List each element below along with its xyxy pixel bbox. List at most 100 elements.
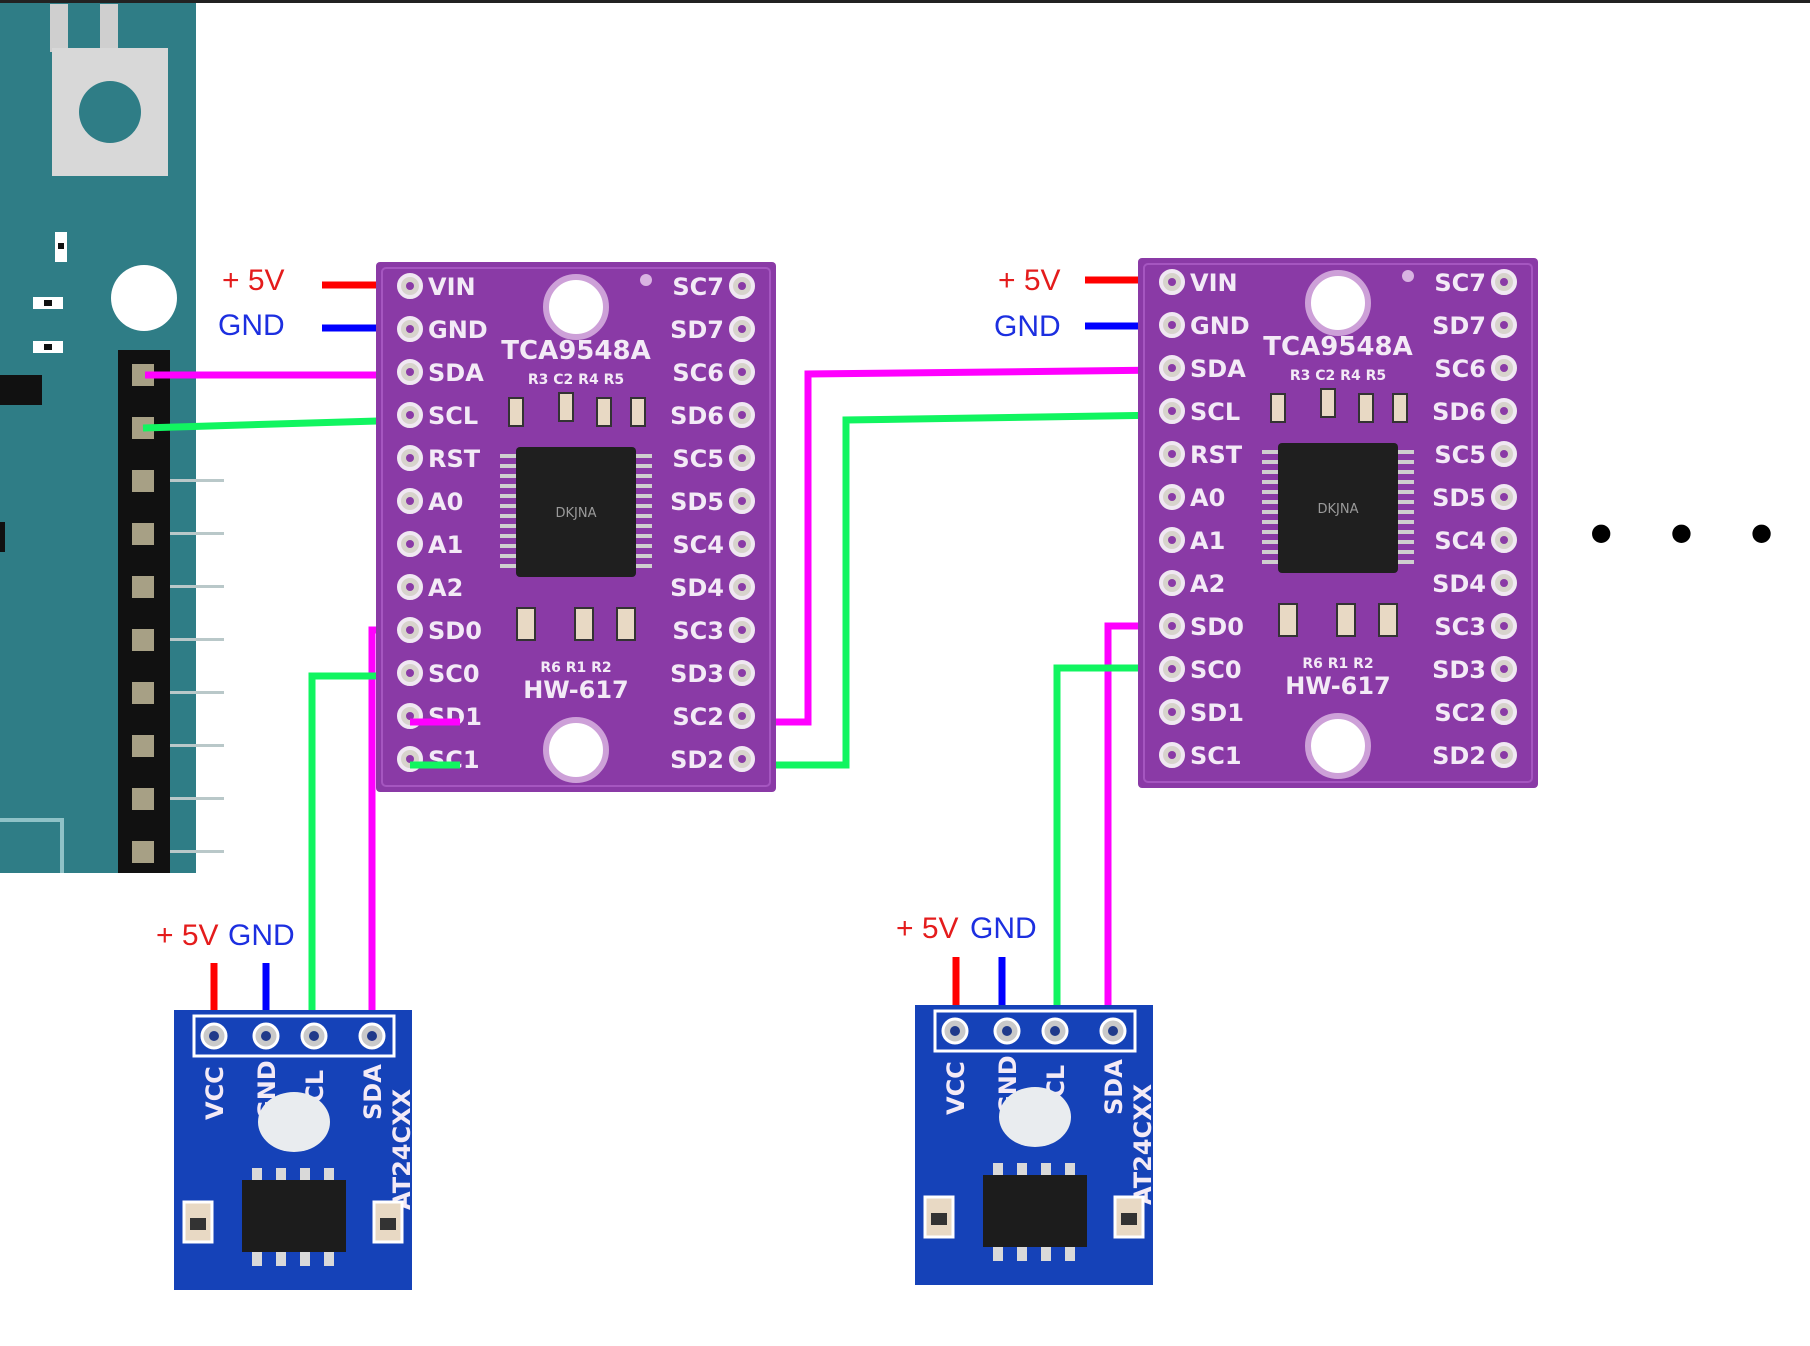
mux-pin-label-right: SC4 xyxy=(1434,527,1486,555)
mux-pin-label-right: SD4 xyxy=(1432,570,1486,598)
mux-pin-label-left: GND xyxy=(1190,312,1250,340)
eeprom-mounting-hole xyxy=(999,1087,1071,1147)
mux-pad-hole xyxy=(738,583,746,591)
side-connector xyxy=(0,522,5,552)
smd-led-pad xyxy=(58,243,64,249)
mux-model: HW-617 xyxy=(1285,672,1391,700)
ic-leg xyxy=(500,474,516,478)
mux-pin-label-left: SD0 xyxy=(428,617,482,645)
eeprom-pad-hole xyxy=(209,1031,219,1041)
mux-pad-hole xyxy=(738,755,746,763)
mux-pad-hole xyxy=(1168,278,1176,286)
mux-pad-hole xyxy=(738,626,746,634)
mux-ic-marking: DKJNA xyxy=(1318,502,1359,517)
board-outline-trace xyxy=(0,818,64,873)
header-pin-lead xyxy=(170,691,224,694)
smd-component-body xyxy=(931,1213,947,1225)
ic-leg xyxy=(1398,520,1414,524)
ic-leg xyxy=(500,554,516,558)
header-pin xyxy=(132,523,154,545)
header-pin-lead xyxy=(170,638,224,641)
ic-leg xyxy=(1262,480,1278,484)
mux-pin-label-left: SDA xyxy=(1190,355,1246,383)
ic-leg xyxy=(1398,540,1414,544)
eeprom-header-outline xyxy=(192,1014,396,1058)
ic-leg xyxy=(1398,530,1414,534)
mux-pad-hole xyxy=(1168,622,1176,630)
mux-pin-label-right: SD3 xyxy=(1432,656,1486,684)
eeprom-pin-label: SDA xyxy=(359,1064,387,1120)
header-pin xyxy=(132,364,154,386)
smd-component xyxy=(1278,603,1298,637)
mux-pad-hole xyxy=(406,669,414,677)
ic-leg xyxy=(252,1252,262,1266)
mux-pin-label-right: SC6 xyxy=(1434,355,1486,383)
eeprom-pad-hole xyxy=(950,1026,960,1036)
mux-fiducial xyxy=(640,274,652,286)
ic-leg xyxy=(636,474,652,478)
mux-pad-hole xyxy=(738,669,746,677)
arduino-board xyxy=(0,3,224,873)
eeprom-header-outline xyxy=(933,1009,1137,1053)
header-pin-lead xyxy=(170,797,224,800)
mux-pad-hole xyxy=(406,282,414,290)
mounting-hole xyxy=(111,265,177,331)
ic-leg xyxy=(1065,1163,1075,1175)
mux-pad-hole xyxy=(738,712,746,720)
mux-pin-label-left: GND xyxy=(428,316,488,344)
ic-leg xyxy=(636,494,652,498)
smd-component xyxy=(616,607,636,641)
smd-component xyxy=(574,607,594,641)
mux-pad-hole xyxy=(738,325,746,333)
mux-pin-label-right: SC2 xyxy=(672,703,724,731)
power-label: + 5V xyxy=(998,264,1061,297)
eeprom-ic xyxy=(242,1180,346,1252)
mux-mounting-hole xyxy=(1305,713,1371,779)
ic-leg xyxy=(993,1247,1003,1261)
header-pin-lead xyxy=(170,744,224,747)
smd-component-body xyxy=(1121,1213,1137,1225)
ic-leg xyxy=(500,504,516,508)
mux-pad-hole xyxy=(406,755,414,763)
ic-leg xyxy=(993,1163,1003,1175)
header-pin xyxy=(132,788,154,810)
mux-pin-label-right: SD6 xyxy=(1432,398,1486,426)
mux-pad-hole xyxy=(1168,708,1176,716)
header-pins xyxy=(132,364,224,863)
mux-pad-hole xyxy=(1168,407,1176,415)
mux-pad-hole xyxy=(738,282,746,290)
smd-component-body xyxy=(190,1218,206,1230)
mux-pad-hole xyxy=(406,712,414,720)
ic-leg xyxy=(1398,480,1414,484)
ic-leg xyxy=(1017,1247,1027,1261)
mux-pin-label-left: A1 xyxy=(1190,527,1225,555)
mux-pin-label-right: SD2 xyxy=(670,746,724,774)
mux-pad-hole xyxy=(738,497,746,505)
mux-pin-label-left: A1 xyxy=(428,531,463,559)
mux-pad-hole xyxy=(1168,536,1176,544)
mux-pad-hole xyxy=(1168,321,1176,329)
ic-leg xyxy=(500,514,516,518)
ic-leg xyxy=(500,544,516,548)
smd-component xyxy=(508,397,524,427)
header-pin-lead xyxy=(170,585,224,588)
mux-pin-label-left: SC1 xyxy=(1190,742,1242,770)
ic-leg xyxy=(1262,490,1278,494)
eeprom-pad-hole xyxy=(261,1031,271,1041)
power-label: + 5V xyxy=(222,264,285,297)
ic-leg xyxy=(1262,520,1278,524)
ic-leg xyxy=(1398,550,1414,554)
mux-chip-name: TCA9548A xyxy=(1263,332,1412,362)
mux-pin-label-right: SC3 xyxy=(1434,613,1486,641)
mux-pin-label-right: SD5 xyxy=(670,488,724,516)
mux-pcb-edge xyxy=(1143,263,1533,783)
header-pin-lead xyxy=(170,850,224,853)
ic-leg xyxy=(636,464,652,468)
mux-pad-hole xyxy=(1500,321,1508,329)
smd-component xyxy=(1358,393,1374,423)
mux-pad-hole xyxy=(406,626,414,634)
wire-arduino-scl xyxy=(142,416,411,432)
mux-pin-label-right: SC7 xyxy=(1434,269,1486,297)
mux-pad-hole xyxy=(738,454,746,462)
